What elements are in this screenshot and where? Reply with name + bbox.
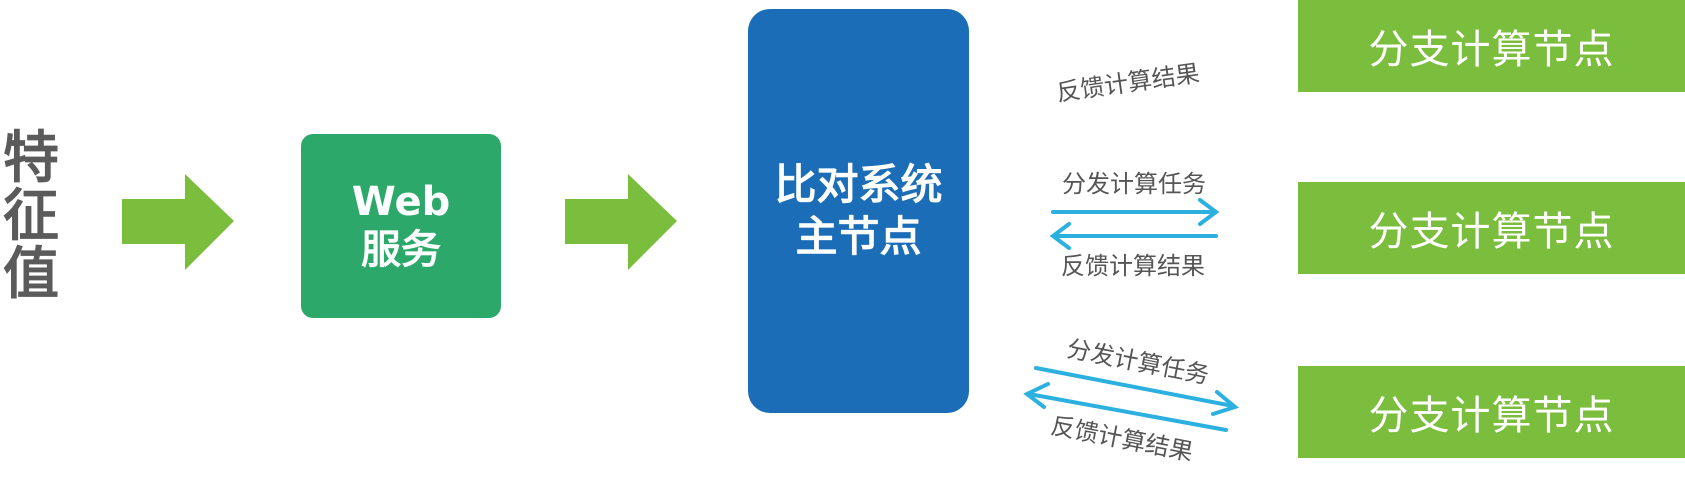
- branch-node-3-label: 分支计算节点: [1368, 393, 1615, 439]
- input-feature-label: 特征值: [3, 126, 59, 307]
- arrow-feedback-bottom: [1023, 382, 1228, 432]
- branch-node-3: 分支计算节点: [1298, 366, 1685, 458]
- branch-node-1: 分支计算节点: [1298, 0, 1685, 92]
- branch-node-1-label: 分支计算节点: [1368, 27, 1615, 73]
- branch-node-2-label: 分支计算节点: [1368, 209, 1615, 255]
- flow-arrow-input-to-web: [122, 174, 234, 270]
- flow-arrow-web-to-master: [565, 174, 677, 270]
- arrow-dispatch-bottom: [1034, 366, 1240, 416]
- label-dispatch-middle: 分发计算任务: [1062, 170, 1206, 198]
- branch-node-2: 分支计算节点: [1298, 182, 1685, 274]
- web-service-label: Web服务: [351, 179, 451, 273]
- arrow-feedback-middle: [1049, 222, 1218, 250]
- arrow-dispatch-middle: [1051, 198, 1220, 226]
- master-node-box: 比对系统主节点: [748, 9, 969, 413]
- label-feedback-middle: 反馈计算结果: [1061, 252, 1205, 280]
- master-node-label: 比对系统主节点: [774, 160, 943, 261]
- web-service-box: Web服务: [301, 134, 501, 318]
